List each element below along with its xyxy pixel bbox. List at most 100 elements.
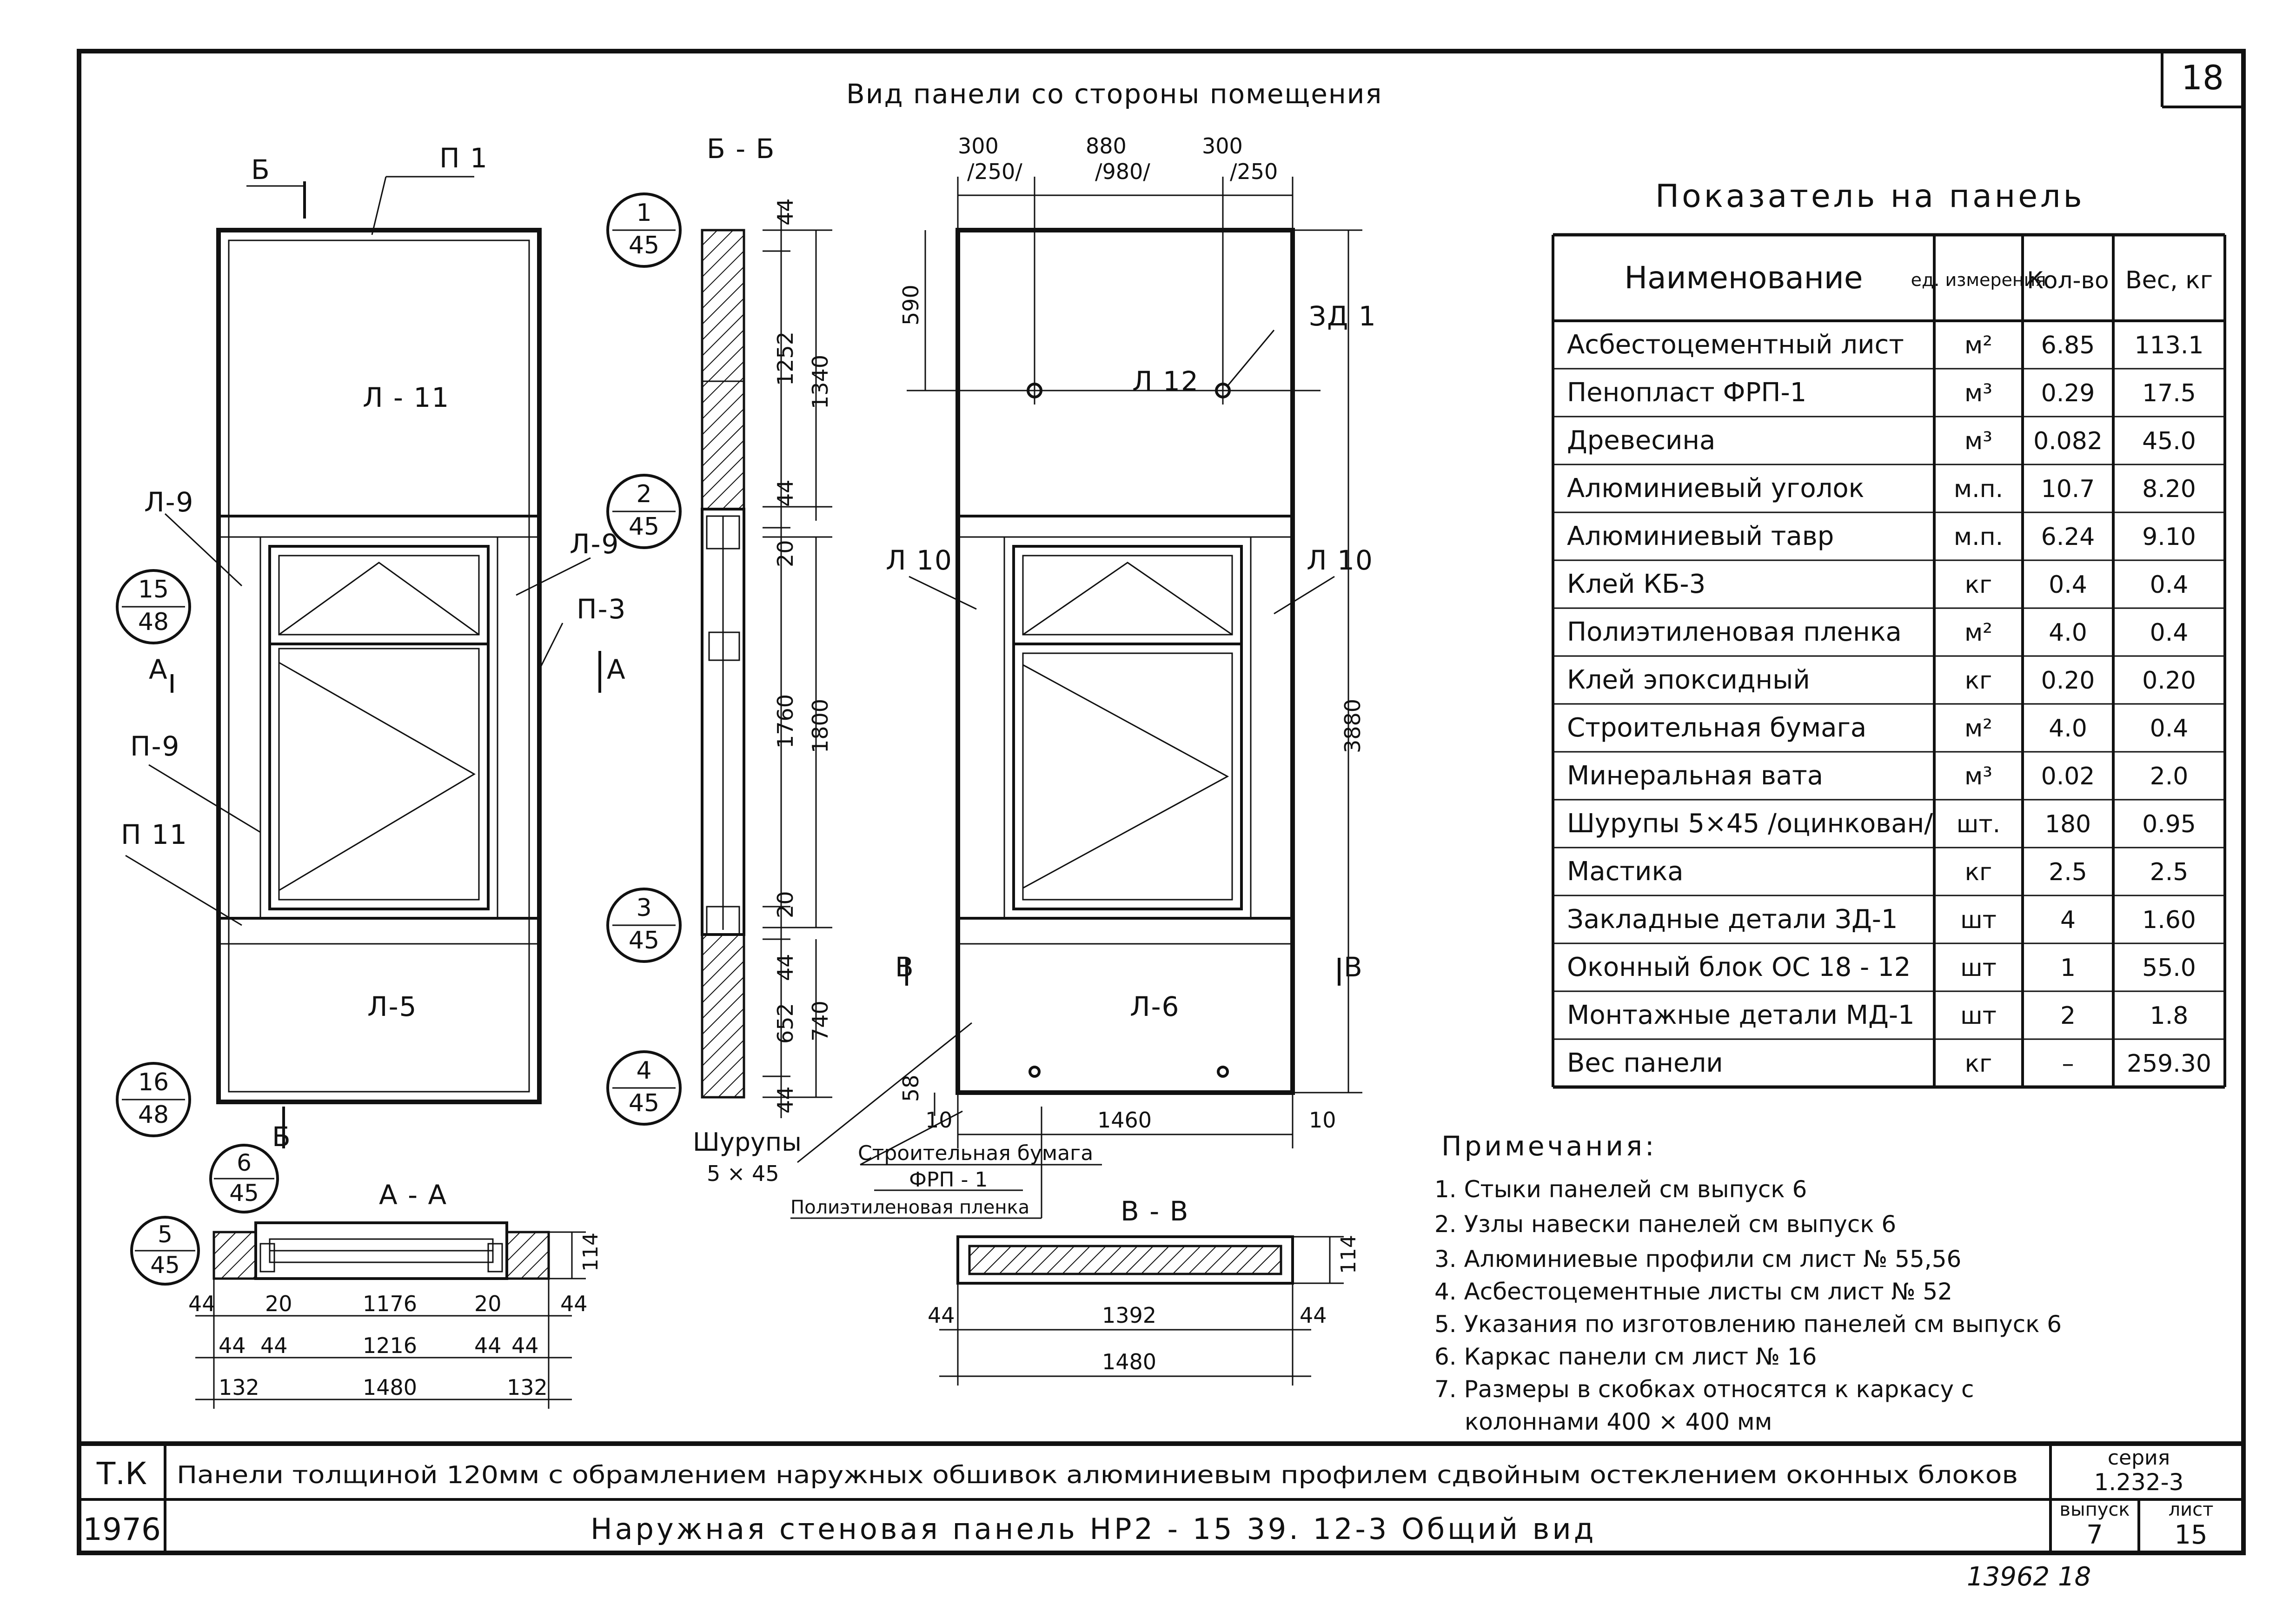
table-title: Показатель на панель	[1655, 178, 2085, 215]
table-cell-unit: шт	[1960, 954, 1997, 982]
callout-frp: ФРП - 1	[909, 1168, 988, 1192]
svg-text:16: 16	[138, 1068, 169, 1096]
dim-10-left: 10	[925, 1107, 953, 1133]
table-cell-weight: 1.8	[2150, 1002, 2189, 1030]
issue-value: 7	[2086, 1520, 2103, 1550]
note-7: 7. Размеры в скобках относятся к каркасу…	[1434, 1376, 1974, 1403]
svg-text:1760: 1760	[773, 694, 798, 749]
table-cell-weight: 0.4	[2150, 715, 2189, 743]
svg-text:44: 44	[560, 1291, 588, 1316]
svg-text:44: 44	[928, 1303, 955, 1328]
view-title: Вид панели со стороны помещения	[846, 78, 1382, 110]
table-cell-qty: –	[2062, 1050, 2074, 1078]
svg-text:1176: 1176	[363, 1291, 417, 1316]
svg-text:114: 114	[1337, 1235, 1360, 1274]
svg-text:44: 44	[260, 1333, 288, 1358]
left-panel-view	[125, 176, 601, 1148]
svg-text:20: 20	[474, 1291, 502, 1316]
table-cell-unit: шт	[1960, 906, 1997, 934]
right-panel-view	[790, 177, 1362, 1219]
series-label: серия	[2108, 1446, 2170, 1470]
right-label-l12: Л 12	[1132, 365, 1199, 397]
left-label-p1: П 1	[439, 142, 488, 174]
dim-10-right: 10	[1309, 1107, 1336, 1133]
handwritten-number: 13962 18	[1967, 1562, 2091, 1592]
dim-3880: 3880	[1340, 699, 1365, 753]
section-aa-title: А - А	[379, 1179, 447, 1211]
table-cell-name: Полиэтиленовая пленка	[1567, 617, 1902, 647]
table-cell-weight: 0.4	[2150, 571, 2189, 599]
table-cell-unit: м³	[1964, 427, 1992, 455]
table-cell-qty: 2.5	[2049, 858, 2087, 886]
cut-b-top: Б	[251, 154, 271, 186]
table-cell-name: Шурупы 5×45 /оцинкован/	[1567, 809, 1933, 839]
svg-text:1800: 1800	[808, 699, 833, 753]
table-cell-weight: 8.20	[2142, 475, 2196, 503]
table-cell-qty: 1	[2060, 954, 2076, 982]
svg-text:132: 132	[507, 1375, 548, 1400]
sheet-number: 18	[2181, 58, 2224, 97]
table-cell-name: Клей КБ-3	[1567, 569, 1705, 599]
svg-text:740: 740	[808, 1001, 833, 1041]
bubble-6-45: 6 45	[209, 1144, 279, 1213]
svg-text:45: 45	[629, 232, 659, 259]
table-cell-qty: 4	[2060, 906, 2076, 934]
section-vv	[939, 1235, 1344, 1386]
table-cell-name: Монтажные детали МД-1	[1567, 1000, 1915, 1030]
svg-text:45: 45	[150, 1252, 180, 1279]
table-cell-qty: 0.20	[2041, 667, 2095, 695]
svg-text:6: 6	[237, 1149, 252, 1176]
svg-text:44: 44	[1300, 1303, 1327, 1328]
svg-text:1252: 1252	[773, 332, 798, 386]
table-cell-name: Пенопласт ФРП-1	[1567, 378, 1806, 408]
section-vv-title: В - В	[1121, 1195, 1189, 1227]
svg-text:44: 44	[773, 954, 798, 981]
table-cell-weight: 17.5	[2142, 379, 2196, 407]
table-cell-qty: 6.85	[2041, 332, 2095, 359]
svg-text:45: 45	[629, 1089, 659, 1117]
table-cell-weight: 45.0	[2142, 427, 2196, 455]
table-cell-weight: 113.1	[2135, 332, 2204, 359]
table-cell-unit: кг	[1965, 571, 1992, 599]
bubble-4-45: 4 45	[606, 1050, 682, 1126]
table-cell-qty: 10.7	[2041, 475, 2095, 503]
right-label-l6: Л-6	[1130, 991, 1180, 1022]
table-cell-name: Клей эпоксидный	[1567, 665, 1810, 695]
svg-text:132: 132	[219, 1375, 259, 1400]
stamp-title-1: Панели толщиной 120мм с обрамлением нару…	[177, 1461, 2018, 1489]
table-cell-qty: 180	[2045, 810, 2091, 838]
list-label: лист	[2169, 1499, 2214, 1520]
svg-text:1340: 1340	[808, 355, 833, 409]
left-label-p11: П 11	[121, 819, 188, 850]
table-cell-qty: 0.29	[2041, 379, 2095, 407]
table-cell-name: Асбестоцементный лист	[1567, 330, 1904, 360]
corner-tk: Т.К	[96, 1456, 147, 1492]
table-cell-name: Алюминиевый уголок	[1567, 473, 1864, 504]
dim-1460: 1460	[1097, 1107, 1152, 1133]
table-cell-weight: 0.4	[2150, 619, 2189, 647]
cut-v-left: В	[895, 951, 915, 983]
table-cell-qty: 4.0	[2049, 619, 2087, 647]
table-cell-name: Древесина	[1567, 425, 1715, 456]
svg-text:20: 20	[773, 891, 798, 918]
note-1: 1. Стыки панелей см выпуск 6	[1434, 1176, 1807, 1203]
issue-label: выпуск	[2059, 1499, 2130, 1520]
svg-text:300: 300	[1202, 133, 1243, 159]
svg-text:4: 4	[636, 1057, 651, 1085]
svg-text:652: 652	[773, 1003, 798, 1044]
table-cell-unit: м.п.	[1954, 475, 2003, 503]
table-cell-qty: 0.4	[2049, 571, 2087, 599]
svg-text:44: 44	[773, 1086, 798, 1114]
left-label-l11: Л - 11	[363, 382, 450, 413]
right-label-l10-a: Л 10	[886, 544, 953, 576]
header-qty: Кол-во	[2027, 267, 2109, 294]
table-cell-weight: 2.5	[2150, 858, 2189, 886]
left-label-p3: П-3	[577, 593, 626, 625]
svg-text:1480: 1480	[363, 1375, 417, 1400]
svg-text:5: 5	[158, 1221, 173, 1248]
table-cell-name: Строительная бумага	[1567, 713, 1866, 743]
table-cell-name: Мастика	[1567, 856, 1684, 887]
table-cell-unit: м³	[1964, 379, 1992, 407]
table-cell-weight: 9.10	[2142, 523, 2196, 551]
